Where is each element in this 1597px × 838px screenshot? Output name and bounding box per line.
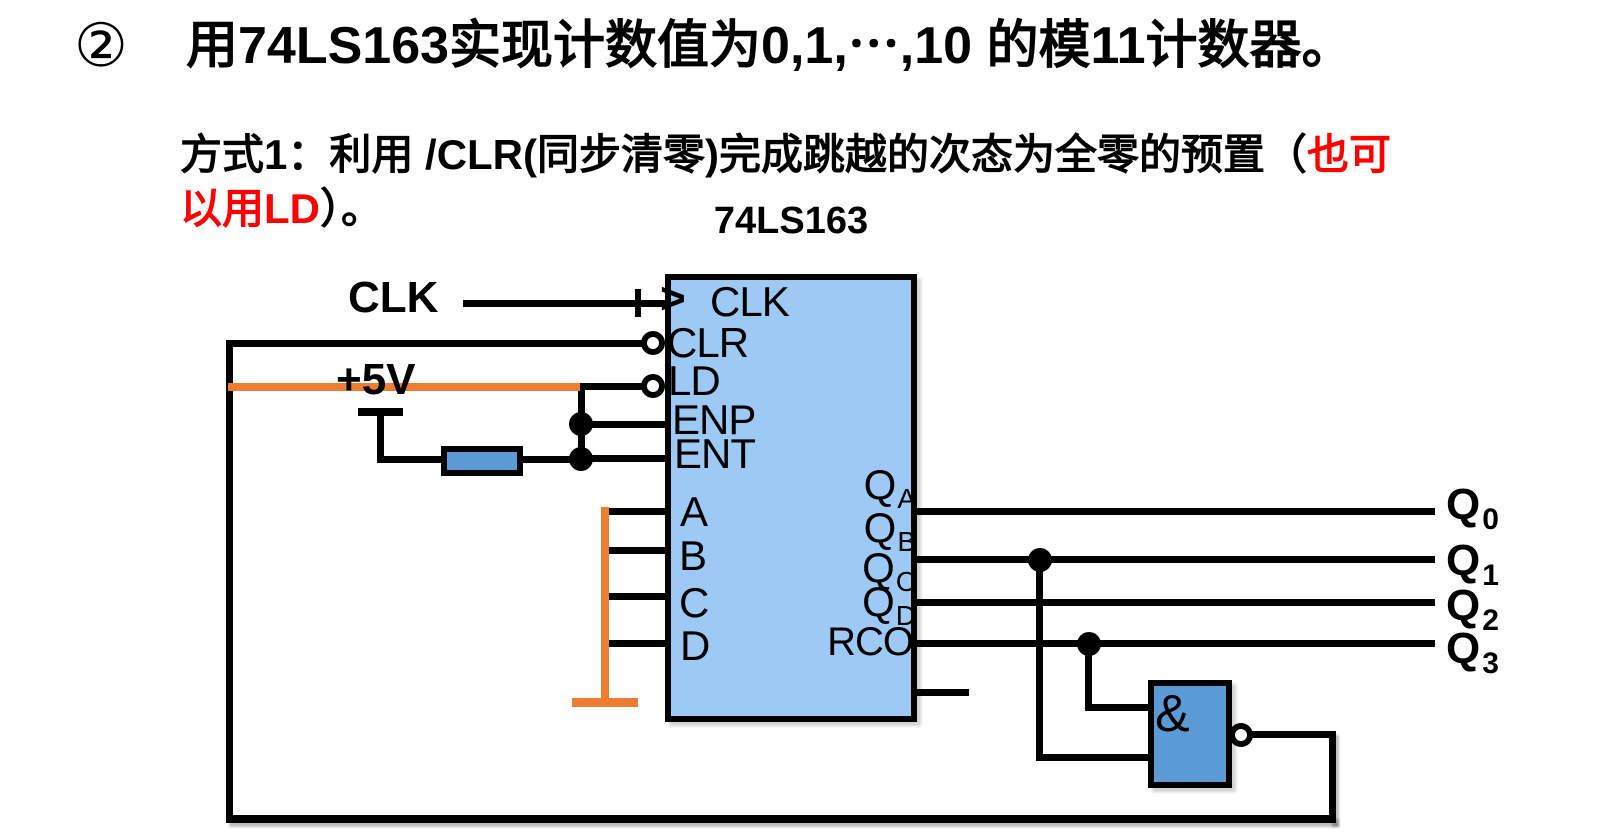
page-title: 用74LS163实现计数值为0,1,⋯,10 的模11计数器。: [186, 17, 1354, 75]
pin-label-clr: CLR: [667, 319, 749, 366]
pin-qb-base: Q: [863, 504, 897, 551]
subtitle-black-1: 方式1：利用 /CLR(同步清零)完成跳越的次态为全零的预置（: [180, 131, 1307, 178]
wire-q3-drop: [1085, 640, 1092, 711]
q0-sub: 0: [1482, 503, 1499, 536]
wire-input-b: [604, 547, 668, 554]
wire-resistor-right-lead: [521, 456, 581, 463]
wire-nand-upper-input: [1085, 704, 1148, 711]
vcc-rail-orange: [228, 383, 580, 391]
wire-clk-end-tick: [635, 289, 641, 317]
pin-label-b: B: [679, 532, 707, 579]
subtitle: 方式1：利用 /CLR(同步清零)完成跳越的次态为全零的预置（也可 以用LD）。: [180, 128, 1391, 236]
pin-qb-sub: B: [897, 526, 916, 557]
q2-sub: 2: [1482, 604, 1499, 637]
subtitle-black-2: ）。: [320, 185, 384, 232]
output-label-q0: Q0: [1446, 480, 1499, 535]
q1-base: Q: [1446, 536, 1481, 585]
junction-dot-ent: [569, 447, 593, 471]
pin-qa-base: Q: [863, 461, 897, 508]
wire-nand-output: [1251, 731, 1336, 738]
title-bullet: ②: [74, 12, 128, 79]
junction-dot-enp: [569, 412, 593, 436]
abcd-ground-vertical-orange: [601, 507, 609, 700]
wire-ent: [578, 455, 670, 462]
wire-input-c: [604, 593, 668, 600]
subtitle-red-1: 也可: [1307, 131, 1392, 178]
nand-output-bubble: [1229, 723, 1253, 747]
output-label-q3: Q3: [1446, 624, 1499, 679]
junction-dot-q1: [1028, 548, 1052, 572]
vcc-tap-stem: [377, 412, 384, 463]
pin-label-ent: ENT: [674, 430, 756, 477]
pin-qd-sub: D: [895, 600, 916, 631]
wire-q1: [915, 556, 1435, 563]
wire-input-d: [604, 640, 668, 647]
pin-qc-sub: C: [895, 566, 916, 597]
clr-inversion-bubble: [641, 331, 665, 355]
q0-base: Q: [1446, 480, 1481, 529]
wire-q3: [915, 640, 1435, 647]
wire-q2: [915, 599, 1435, 606]
pin-label-d: D: [680, 622, 710, 669]
pin-qa-sub: A: [897, 483, 916, 514]
pin-label-qd: QD: [862, 578, 916, 630]
pin-label-qb: QB: [863, 504, 916, 556]
pin-label-qc: QC: [862, 544, 916, 596]
pin-label-a: A: [680, 488, 708, 535]
pin-label-clk: CLK: [710, 278, 790, 325]
output-label-q1: Q1: [1446, 536, 1499, 591]
and-symbol: &: [1155, 685, 1190, 743]
wire-input-a: [604, 508, 668, 515]
wire-feedback-right-vertical: [1329, 731, 1336, 823]
clk-source-label: CLK: [348, 273, 439, 322]
pin-qc-base: Q: [862, 544, 895, 591]
wire-nand-lower-input: [1036, 754, 1148, 761]
chip-name-label: 74LS163: [713, 200, 869, 242]
pin-label-ld: LD: [668, 357, 721, 404]
q3-base: Q: [1446, 624, 1481, 673]
pin-label-qa: QA: [863, 461, 916, 513]
wire-q0: [915, 508, 1435, 515]
pin-qd-base: Q: [862, 578, 895, 625]
wire-q1-drop: [1036, 556, 1043, 761]
wire-enp: [578, 421, 670, 428]
output-label-q2: Q2: [1446, 581, 1499, 636]
q2-base: Q: [1446, 581, 1481, 630]
ground-bar-orange: [572, 698, 638, 707]
vcc-label: +5V: [336, 355, 416, 404]
clock-edge-icon: >: [660, 274, 686, 323]
q1-sub: 1: [1482, 559, 1499, 592]
resistor: [441, 446, 523, 476]
ld-inversion-bubble: [641, 374, 665, 398]
wire-ld: [578, 383, 643, 390]
wire-resistor-left-lead: [380, 456, 443, 463]
wire-rco-stub: [915, 689, 969, 696]
wire-feedback-left-vertical: [226, 340, 233, 823]
wire-clr-feedback-horizontal: [226, 340, 643, 347]
pin-label-c: C: [679, 579, 709, 626]
wire-clk-input: [463, 300, 667, 307]
q3-sub: 3: [1482, 647, 1499, 680]
chip-74ls163: [665, 274, 917, 722]
pin-label-rco: RCO: [827, 620, 914, 664]
wire-feedback-bottom: [226, 815, 1336, 823]
subtitle-red-2: 以用LD: [180, 185, 320, 232]
junction-dot-q3: [1077, 632, 1101, 656]
pin-label-enp: ENP: [672, 396, 756, 443]
